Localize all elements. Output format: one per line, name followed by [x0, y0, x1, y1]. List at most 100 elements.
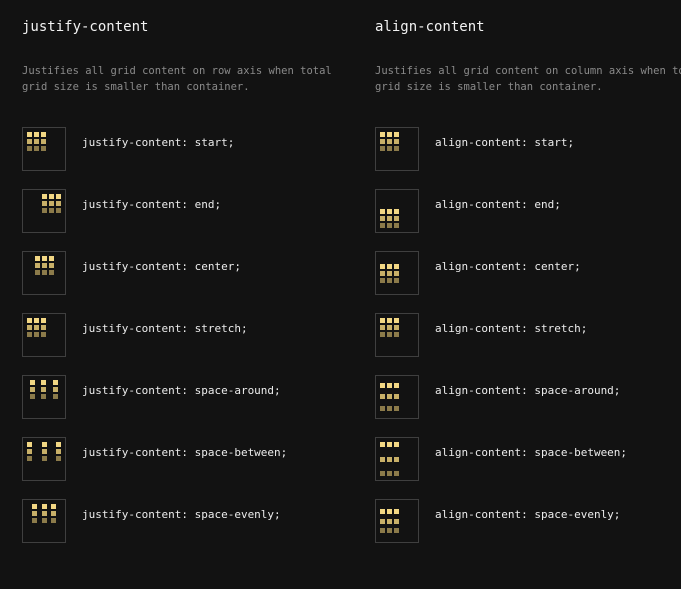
- css-rule-label: justify-content: end;: [82, 198, 222, 211]
- grid-item: [387, 264, 392, 269]
- grid-item: [41, 139, 46, 144]
- css-rule-label: align-content: stretch;: [435, 322, 588, 335]
- css-rule-label: justify-content: start;: [82, 136, 235, 149]
- grid-item: [380, 139, 385, 144]
- grid-item: [42, 449, 47, 454]
- grid-item: [42, 442, 47, 447]
- grid-preview-box: [22, 251, 66, 295]
- grid-item: [41, 332, 46, 337]
- grid-item: [394, 383, 399, 388]
- grid-preview-box: [22, 189, 66, 233]
- grid-item: [27, 325, 32, 330]
- grid-preview-box: [22, 127, 66, 171]
- grid-item: [41, 380, 46, 385]
- grid-preview-box: [22, 437, 66, 481]
- css-rule-label: align-content: space-evenly;: [435, 508, 621, 521]
- css-rule-label: justify-content: space-around;: [82, 384, 281, 397]
- grid-item: [30, 380, 35, 385]
- grid-item: [387, 509, 392, 514]
- grid-item: [49, 270, 54, 275]
- grid-item: [394, 146, 399, 151]
- grid-item: [380, 271, 385, 276]
- grid-preview-box: [375, 251, 419, 295]
- grid-item: [380, 325, 385, 330]
- grid-item: [42, 511, 47, 516]
- grid-item: [380, 278, 385, 283]
- grid-item: [41, 146, 46, 151]
- grid-item: [41, 132, 46, 137]
- grid-item: [32, 504, 37, 509]
- grid-preview-box: [375, 127, 419, 171]
- grid-item: [380, 146, 385, 151]
- grid-item: [42, 456, 47, 461]
- grid-item: [394, 394, 399, 399]
- grid-item: [387, 442, 392, 447]
- grid-item: [394, 528, 399, 533]
- grid-item: [35, 270, 40, 275]
- grid-item: [27, 456, 32, 461]
- grid-item: [394, 271, 399, 276]
- grid-item: [34, 139, 39, 144]
- grid-item: [49, 263, 54, 268]
- grid-item: [387, 325, 392, 330]
- grid-item: [380, 442, 385, 447]
- grid-item: [387, 318, 392, 323]
- grid-item: [380, 519, 385, 524]
- grid-item: [387, 271, 392, 276]
- grid-item: [394, 216, 399, 221]
- grid-preview-box: [375, 499, 419, 543]
- grid-item: [34, 146, 39, 151]
- section-title: align-content: [375, 19, 485, 35]
- grid-item: [394, 318, 399, 323]
- grid-item: [30, 394, 35, 399]
- grid-item: [387, 406, 392, 411]
- grid-item: [387, 278, 392, 283]
- grid-item: [380, 528, 385, 533]
- grid-item: [387, 394, 392, 399]
- grid-item: [42, 201, 47, 206]
- grid-item: [35, 263, 40, 268]
- css-rule-label: align-content: space-between;: [435, 446, 628, 459]
- grid-item: [394, 406, 399, 411]
- grid-item: [49, 194, 54, 199]
- grid-item: [394, 457, 399, 462]
- grid-item: [34, 332, 39, 337]
- grid-item: [380, 318, 385, 323]
- grid-item: [394, 223, 399, 228]
- grid-item: [51, 504, 56, 509]
- grid-item: [27, 332, 32, 337]
- css-rule-label: justify-content: center;: [82, 260, 241, 273]
- grid-item: [56, 449, 61, 454]
- grid-item: [49, 208, 54, 213]
- grid-preview-box: [375, 437, 419, 481]
- grid-item: [56, 208, 61, 213]
- css-rule-label: align-content: end;: [435, 198, 561, 211]
- grid-item: [394, 325, 399, 330]
- grid-item: [42, 256, 47, 261]
- grid-item: [56, 201, 61, 206]
- grid-item: [42, 270, 47, 275]
- grid-item: [380, 457, 385, 462]
- grid-item: [380, 471, 385, 476]
- grid-item: [394, 442, 399, 447]
- grid-item: [394, 332, 399, 337]
- css-rule-label: justify-content: space-between;: [82, 446, 288, 459]
- grid-item: [380, 383, 385, 388]
- grid-preview-box: [22, 499, 66, 543]
- grid-item: [387, 383, 392, 388]
- grid-item: [380, 332, 385, 337]
- grid-preview-box: [375, 189, 419, 233]
- grid-item: [35, 256, 40, 261]
- section-description: Justifies all grid content on column axi…: [375, 65, 681, 93]
- grid-item: [387, 457, 392, 462]
- grid-item: [53, 387, 58, 392]
- grid-item: [394, 209, 399, 214]
- grid-item: [387, 209, 392, 214]
- grid-preview-box: [22, 313, 66, 357]
- grid-item: [42, 504, 47, 509]
- grid-item: [27, 139, 32, 144]
- grid-item: [51, 518, 56, 523]
- grid-item: [387, 519, 392, 524]
- grid-item: [394, 471, 399, 476]
